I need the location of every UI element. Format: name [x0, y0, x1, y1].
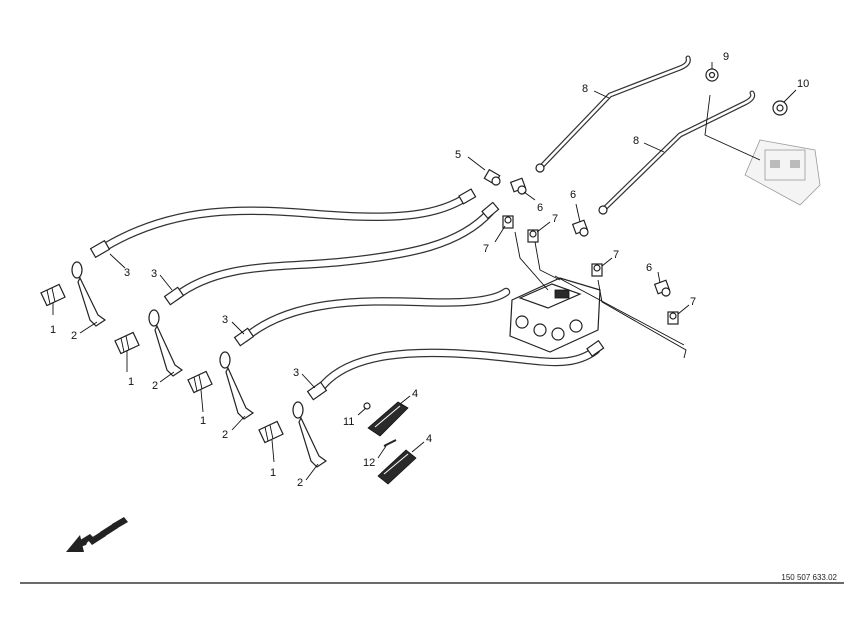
callout-11: 11 [343, 416, 354, 428]
callout-7b: 7 [552, 213, 558, 225]
dust-cap-2d [292, 401, 328, 468]
callout-7a: 7 [483, 243, 489, 255]
callout-2a: 2 [71, 330, 77, 342]
leader-lines [52, 62, 797, 481]
callout-2b: 2 [152, 380, 158, 392]
hose-assembly-4 [306, 339, 605, 401]
callout-1b: 1 [128, 376, 134, 388]
direction-arrow-icon [66, 517, 128, 552]
callout-1c: 1 [200, 415, 206, 427]
handle-4b [377, 449, 417, 485]
callout-1d: 1 [270, 467, 276, 479]
nipple-fitting-7b [527, 229, 539, 243]
callout-3a: 3 [124, 267, 130, 279]
callout-6c: 6 [646, 262, 652, 274]
dust-cap-2a [71, 261, 107, 327]
dust-cap-2b [148, 309, 184, 377]
elbow-fitting-6a [509, 177, 527, 195]
nipple-fitting-7c [591, 263, 603, 277]
callout-2d: 2 [297, 477, 303, 489]
callout-7c: 7 [613, 249, 619, 261]
callout-4b: 4 [426, 433, 432, 445]
callout-10: 10 [797, 78, 809, 90]
elbow-fitting-5 [483, 168, 501, 186]
nipple-fitting-7a [502, 215, 514, 229]
dust-cap-2c [219, 351, 255, 420]
nipple-fitting-7d [667, 311, 679, 325]
valve-block [509, 277, 601, 353]
coupler-1c [187, 370, 213, 394]
coupler-1a [40, 283, 66, 307]
callout-labels: 1 1 1 1 2 2 2 2 3 3 3 3 4 4 5 6 6 6 7 7 … [50, 51, 809, 489]
callout-3d: 3 [293, 367, 299, 379]
callout-9: 9 [723, 51, 729, 63]
valve-detail [744, 139, 821, 206]
screw-11 [363, 402, 371, 410]
callout-7d: 7 [690, 296, 696, 308]
callout-5: 5 [455, 149, 461, 161]
hose-assembly-2 [163, 201, 500, 306]
callout-3c: 3 [222, 314, 228, 326]
elbow-fitting-6b [571, 219, 589, 237]
callout-4a: 4 [412, 388, 418, 400]
nut-10 [772, 100, 788, 116]
callout-2c: 2 [222, 429, 228, 441]
callout-1a: 1 [50, 324, 56, 336]
hose-assembly-1 [89, 188, 477, 259]
nut-9 [705, 68, 719, 82]
coupler-1d [258, 420, 284, 444]
hose-assembly-3 [233, 287, 511, 347]
elbow-fitting-6c [653, 279, 671, 297]
document-number: 150 507 633.02 [781, 573, 837, 582]
callout-12: 12 [363, 457, 375, 469]
handle-4a [367, 401, 409, 437]
pipe-1 [535, 55, 691, 173]
callout-8b: 8 [633, 135, 639, 147]
callout-8a: 8 [582, 83, 588, 95]
coupler-1b [114, 331, 140, 355]
callout-6a: 6 [537, 202, 543, 214]
callout-3b: 3 [151, 268, 157, 280]
callout-6b: 6 [570, 189, 576, 201]
pipe-2 [598, 90, 756, 215]
pin-12 [383, 439, 397, 447]
